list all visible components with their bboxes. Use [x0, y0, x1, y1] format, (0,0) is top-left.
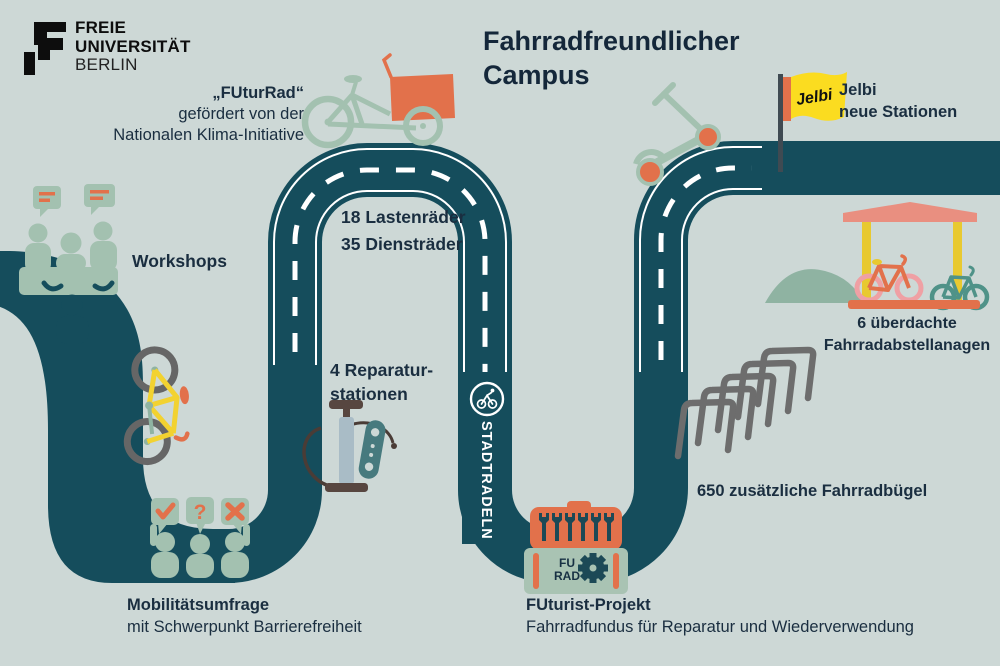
stadtradeln-badge-icon — [469, 381, 505, 417]
label-racks: 650 zusätzliche Fahrradbügel — [697, 482, 928, 500]
page-title: Fahrradfreundlicher Campus — [483, 24, 740, 92]
fleet-line1: 18 Lastenräder — [341, 207, 466, 227]
toolbox-label-fu: FU — [559, 556, 575, 570]
jelbi-line1: Jelbi — [839, 81, 877, 99]
jelbi-line2: neue Stationen — [839, 103, 958, 121]
fleet-line2: 35 Diensträder — [341, 234, 463, 254]
wrench-icon — [358, 420, 386, 479]
futurist-line1: FUturist-Projekt — [526, 596, 651, 614]
cross-icon — [225, 502, 245, 521]
stadtradeln-banner: STADTRADELN — [462, 372, 512, 544]
repair-line2: stationen — [330, 384, 408, 404]
label-shelter: 6 überdachte Fahrradabstellanagen — [812, 313, 1000, 357]
label-fleet: 18 Lastenräder 35 Diensträder — [341, 204, 466, 258]
label-futurrad: „FUturRad“ gefördert von der Nationalen … — [113, 83, 304, 146]
label-futurist: FUturist-Projekt Fahrradfundus für Repar… — [526, 594, 914, 638]
bike-racks-icon — [674, 346, 817, 460]
speech-bubbles-icon — [33, 184, 115, 217]
title-line1: Fahrradfreundlicher — [483, 26, 740, 56]
shelter-line1: 6 überdachte — [857, 315, 957, 332]
futurist-line2: Fahrradfundus für Reparatur und Wiederve… — [526, 618, 914, 636]
title-line2: Campus — [483, 60, 590, 90]
toolbox-icon: FU RAD — [524, 501, 628, 594]
air-pump-icon — [302, 400, 397, 492]
bike-shelter-icon — [765, 202, 990, 311]
survey-line1: Mobilitätsumfrage — [127, 596, 270, 614]
check-icon — [155, 502, 176, 520]
logo-line1: FREIE — [75, 18, 127, 37]
fallen-bike-icon — [123, 346, 190, 466]
survey-line2: mit Schwerpunkt Barrierefreiheit — [127, 618, 362, 636]
workshop-people-icon — [19, 184, 118, 344]
survey-boards-icon: ? — [150, 497, 250, 578]
question-icon: ? — [194, 501, 207, 524]
label-survey: Mobilitätsumfrage mit Schwerpunkt Barrie… — [127, 594, 362, 638]
fu-berlin-logo — [24, 22, 66, 75]
shelter-line2: Fahrradabstellanagen — [823, 337, 991, 354]
jelbi-flag-icon: Jelbi — [778, 72, 847, 172]
logo-line2: UNIVERSITÄT — [75, 36, 191, 56]
repair-line1: 4 Reparatur- — [330, 360, 434, 380]
toolbox-label-rad: RAD — [554, 569, 580, 583]
logo-line3: BERLIN — [75, 55, 138, 74]
cargo-bike-icon — [301, 53, 455, 149]
label-jelbi: Jelbi neue Stationen — [839, 79, 957, 123]
label-workshops: Workshops — [132, 251, 227, 271]
jelbi-flag-label: Jelbi — [795, 86, 834, 109]
stadtradeln-label: STADTRADELN — [478, 421, 494, 540]
futurrad-line1: „FUturRad“ — [212, 84, 304, 102]
label-repair: 4 Reparatur- stationen — [330, 358, 433, 406]
e-scooter-icon — [633, 82, 721, 186]
gear-icon — [578, 553, 608, 583]
futurrad-line3: Nationalen Klima-Initiative — [113, 126, 304, 144]
logo-text: FREIE UNIVERSITÄT BERLIN — [75, 18, 191, 75]
futurrad-line2: gefördert von der — [178, 105, 304, 123]
